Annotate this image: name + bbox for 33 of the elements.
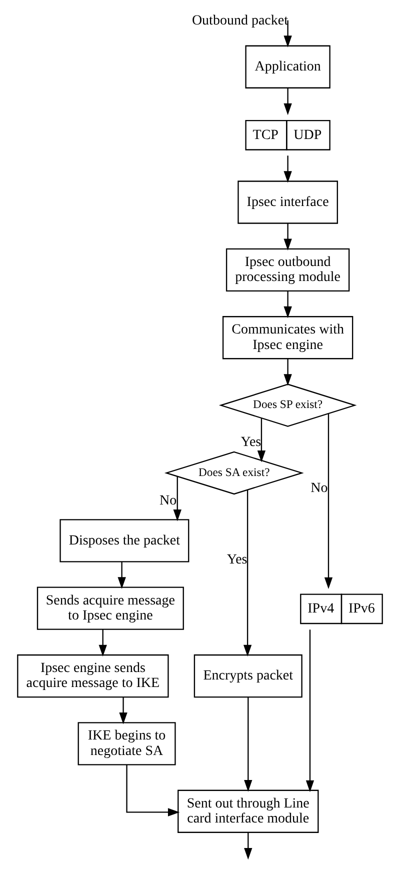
arrow [306,630,314,792]
arrow [119,697,128,724]
arrow [284,20,292,48]
node-box: Communicates with Ipsec engine [222,316,354,360]
node-box: IKE begins to negotiate SA [78,722,176,766]
arrow [243,490,252,657]
arrow [284,290,292,318]
node-box: Sent out through Line card interface module [178,790,319,833]
edge-label: No [310,480,328,496]
arrow [257,418,266,462]
node-box: Sends acquire message to Ipsec engine [36,586,184,630]
node-box: Ipsec engine sends acquire message to IKE [17,654,169,698]
arrow [324,414,333,589]
node-diamond: Does SP exist? [218,384,357,427]
node-box: Ipsec interface [238,180,338,224]
arrow [284,156,292,183]
arrow [284,88,292,116]
arrow [244,832,252,860]
node-box: Application [245,45,330,88]
edge-label: Yes [226,552,248,568]
node-box: Encrypts packet [194,654,302,698]
arrow [284,223,292,250]
arrow [284,358,292,386]
edge-label: Yes [240,434,262,450]
node-box: Disposes the packet [60,519,190,562]
arrow [98,629,107,657]
node-box: Ipsec outbound processing module [226,248,350,292]
arrow [244,697,252,792]
arrow [118,562,126,589]
edge-label: No [159,494,177,509]
arrow [126,765,180,816]
arrow [173,476,182,522]
edge-label: Outbound packet [192,13,288,28]
